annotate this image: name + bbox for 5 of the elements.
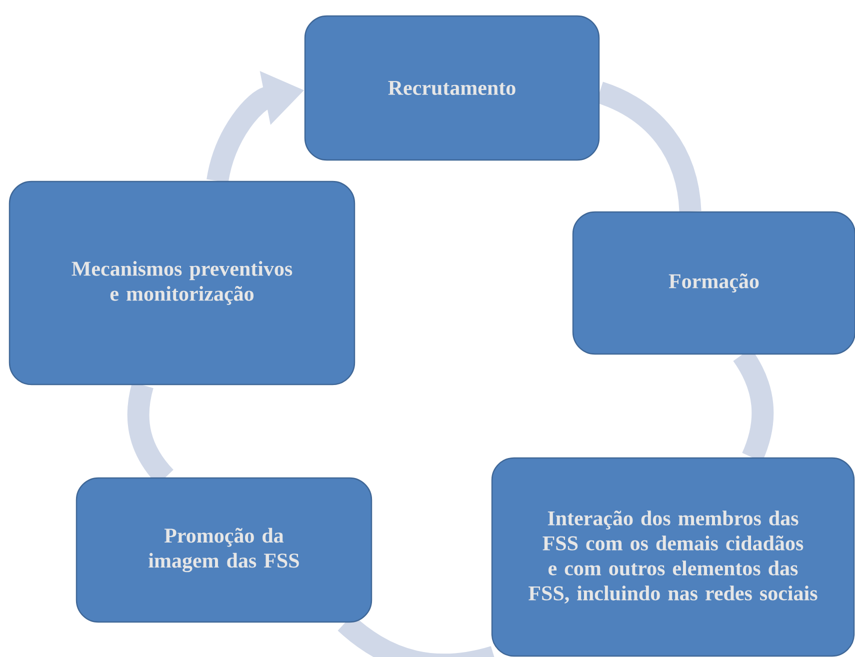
process-box: Recrutamento: [304, 15, 600, 161]
process-box: Mecanismos preventivos e monitorização: [8, 180, 356, 386]
process-box: Promoção da imagem das FSS: [76, 477, 372, 623]
process-box: Formação: [572, 211, 855, 355]
process-box: Interação dos membros das FSS com os demais cidadãos e com outros elementos das FSS, incluindo nas redes sociais: [491, 457, 855, 657]
